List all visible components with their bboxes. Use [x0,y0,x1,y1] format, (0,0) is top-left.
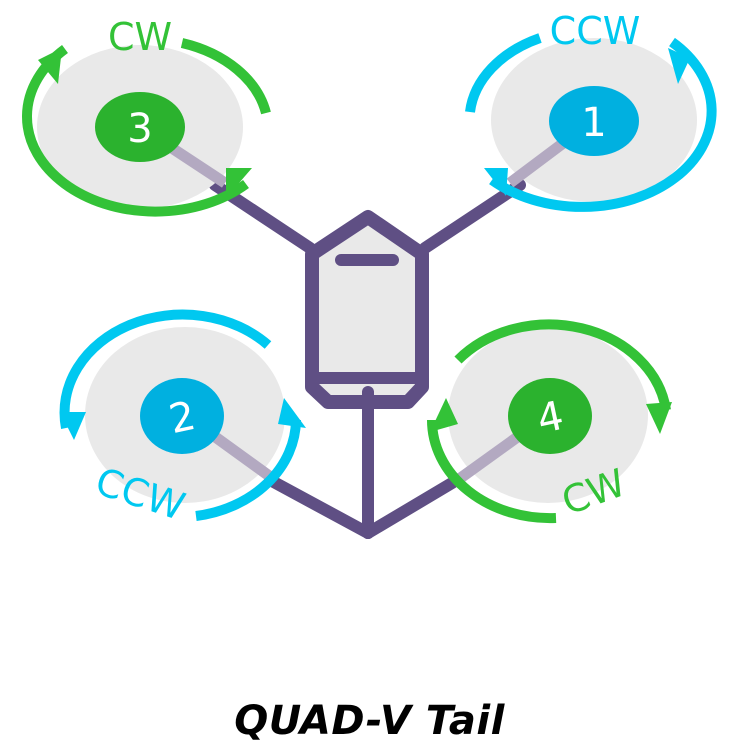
motor-direction-1: CCW [550,9,641,53]
motor-1: 1 CCW [465,9,717,212]
cw-arrow-icon [226,168,252,198]
motor-number-1: 1 [581,100,606,146]
ccw-arrow-icon [484,168,508,196]
ccw-arrow-icon [60,412,86,440]
motor-direction-3: CW [108,15,172,59]
rotation-arc-3b [180,38,271,115]
motor-4: 4 CW [426,319,672,524]
cw-arrow-icon [646,402,672,434]
flight-controller-body [305,210,429,446]
motor-hub-4 [508,378,592,454]
motor-hub-1 [549,86,639,156]
rotation-arc-4 [454,319,671,411]
motor-hub-2 [140,378,224,454]
rotation-arc-3 [22,44,249,217]
ccw-arrow-icon [668,48,690,84]
diagram-title: QUAD-V Tail [234,698,505,744]
rotation-arc-4b [426,419,557,524]
rotation-arc-1 [489,37,717,212]
motor-2: 2 CCW [59,309,306,529]
motor-hub-3 [95,92,185,162]
quad-v-tail-diagram: 3 CW 1 CCW 2 CCW 4 CW [22,9,717,539]
cw-arrow-icon [38,48,62,84]
ccw-arrow-icon [278,398,306,428]
motor-number-3: 3 [127,106,152,152]
motor-3: 3 CW [22,15,271,217]
rotation-arc-1b [465,33,542,113]
cw-arrow-icon [430,398,458,432]
rotation-arc-2 [59,309,272,429]
rotation-arc-2b [195,419,301,521]
